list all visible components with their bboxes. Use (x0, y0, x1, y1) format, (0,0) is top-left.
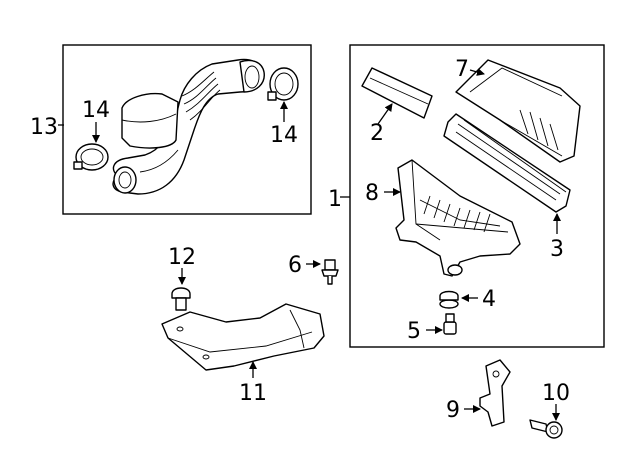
air-cleaner-cover-part (455, 59, 581, 163)
intake-hose-group-frame (62, 44, 312, 215)
callout-14-left: 14 (82, 98, 110, 123)
callout-9: 9 (446, 398, 460, 423)
push-clip-upper-part (171, 287, 191, 311)
mounting-bracket-part (479, 359, 511, 427)
callout-14-right: 14 (270, 123, 298, 148)
hose-clamp-right-part (267, 67, 299, 101)
air-filter-element-part (443, 113, 571, 213)
callout-6: 6 (288, 253, 302, 278)
callout-8: 8 (365, 181, 379, 206)
duct-cover-part (361, 67, 433, 119)
callout-2: 2 (370, 121, 384, 146)
grommet-part (439, 290, 459, 309)
callout-12: 12 (168, 245, 196, 270)
hose-clamp-left-part (73, 143, 109, 171)
callout-10: 10 (542, 381, 570, 406)
flange-bolt-part (529, 419, 563, 439)
callout-3: 3 (550, 237, 564, 262)
callout-1: 1 (328, 187, 342, 212)
callout-7: 7 (455, 57, 469, 82)
callout-11: 11 (239, 381, 267, 406)
air-cleaner-body-part (395, 159, 521, 277)
air-intake-duct-part (161, 303, 325, 371)
callout-4: 4 (482, 287, 496, 312)
leader-lines (58, 68, 561, 421)
bolt-part (443, 313, 457, 335)
callout-13: 13 (30, 115, 58, 140)
callout-5: 5 (407, 319, 421, 344)
push-clip-part (321, 259, 339, 285)
intake-hose-part (112, 58, 265, 195)
air-cleaner-group-frame (349, 44, 605, 348)
